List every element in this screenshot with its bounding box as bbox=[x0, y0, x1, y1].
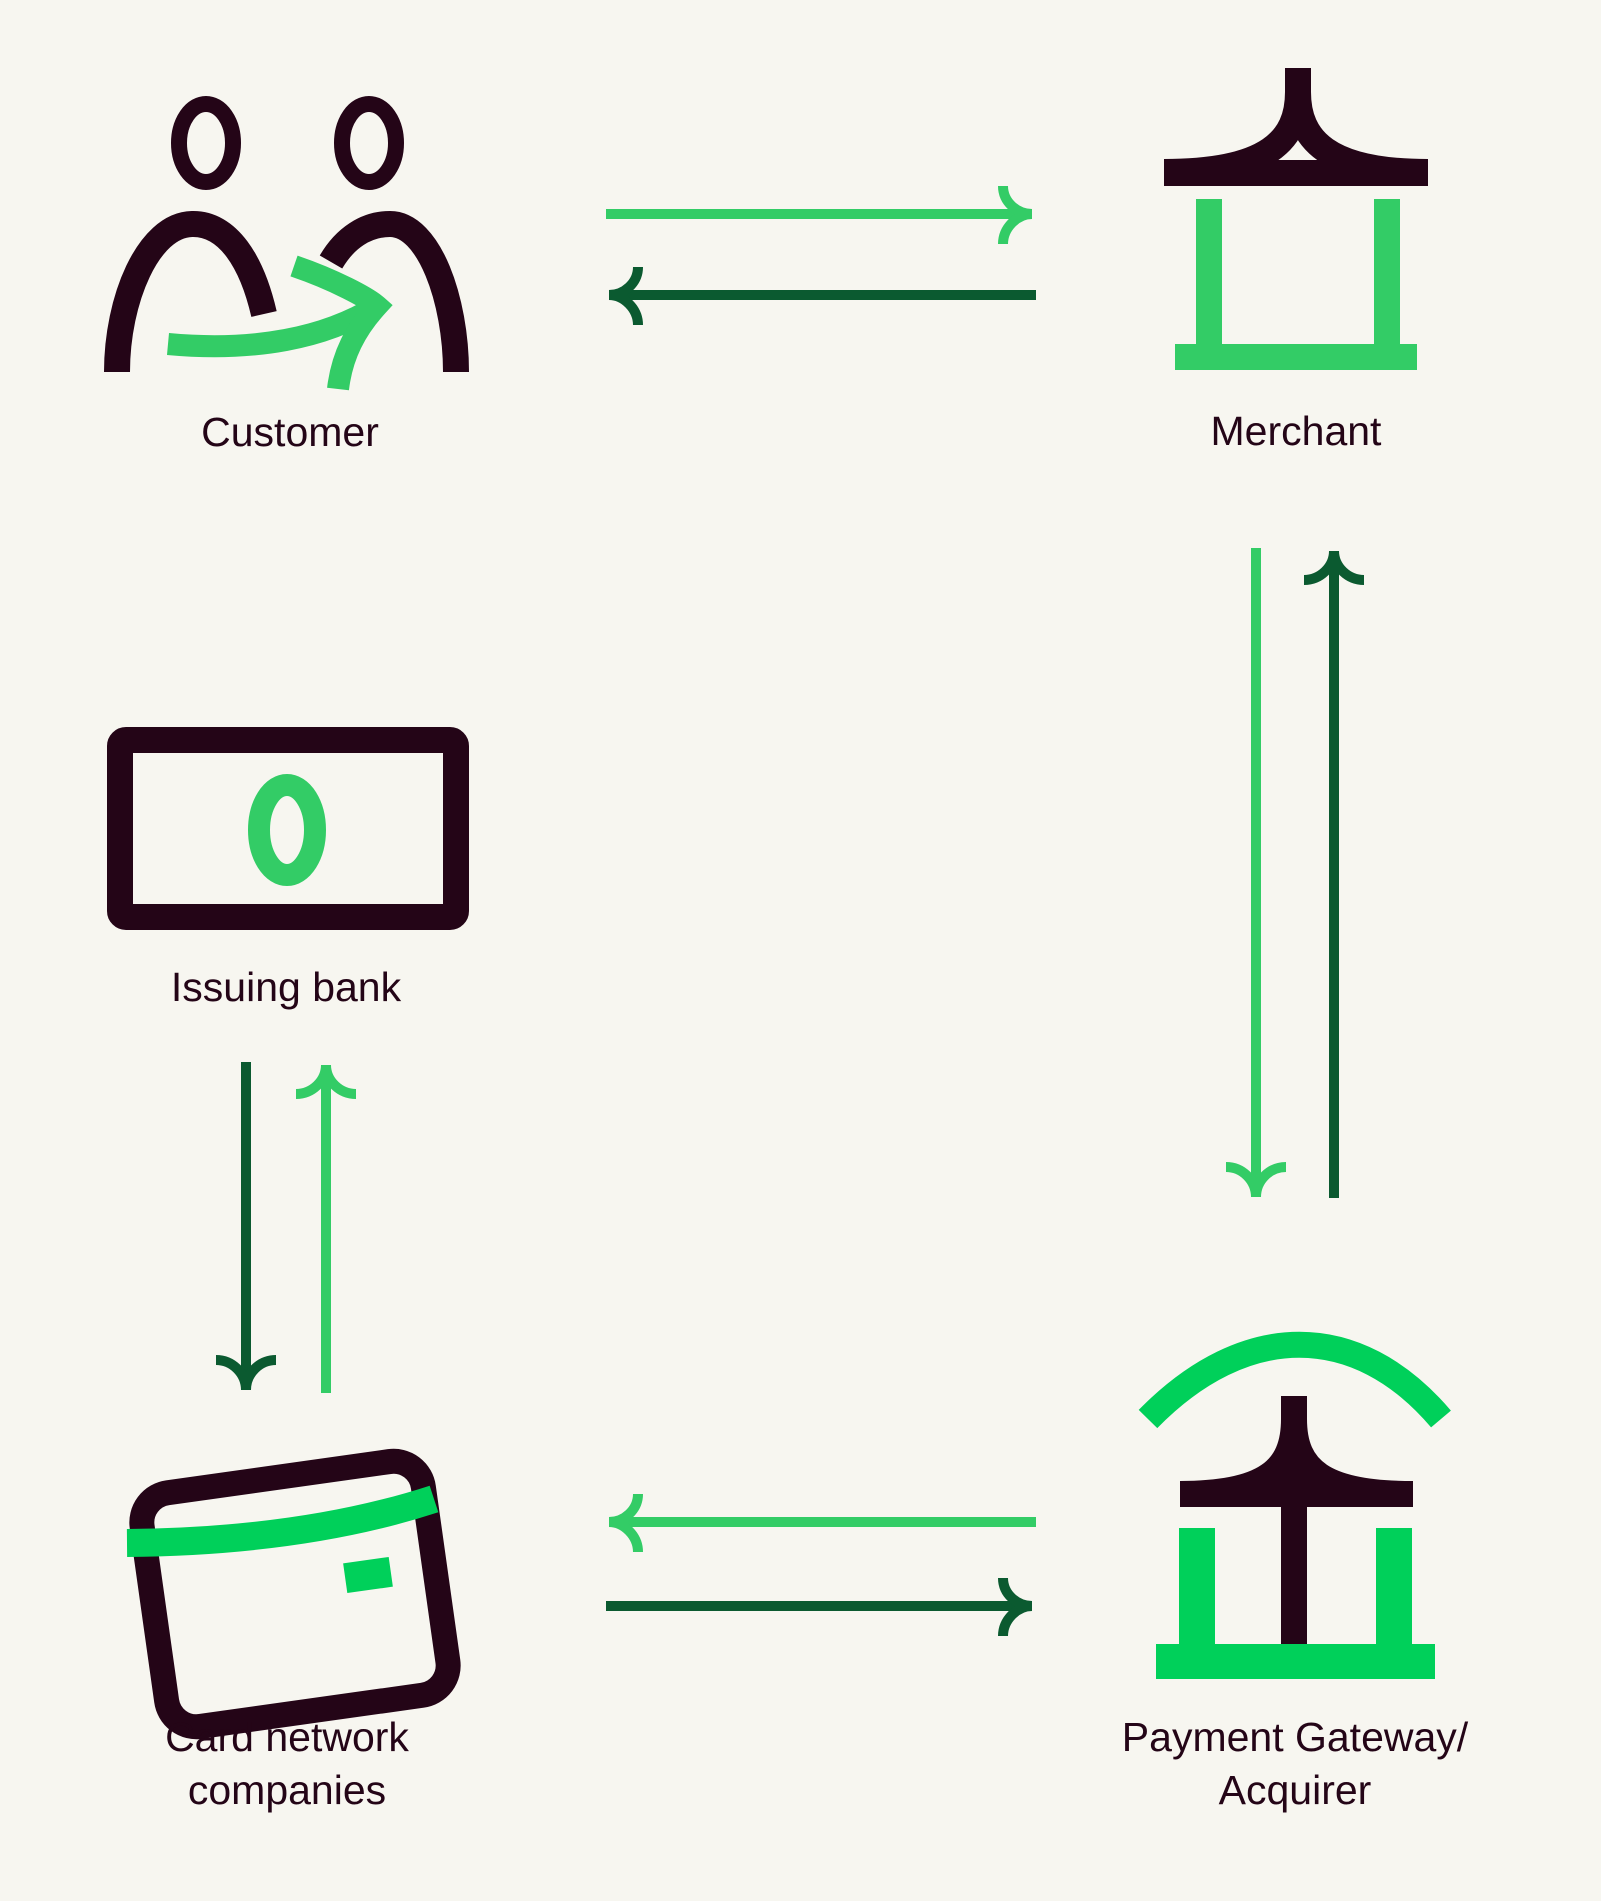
arrow-merchant-to-customer bbox=[608, 266, 1036, 326]
arrow-merchant-to-gateway bbox=[1225, 548, 1287, 1198]
bank-building-icon bbox=[1138, 1331, 1451, 1679]
arrow-gateway-to-merchant bbox=[1303, 550, 1365, 1198]
arrow-gateway-to-card-network bbox=[608, 1493, 1036, 1553]
two-people-exchange-icon bbox=[104, 96, 469, 391]
gateway-label-line2: Acquirer bbox=[1218, 1767, 1372, 1813]
customer-label: Customer bbox=[201, 409, 379, 455]
issuing-bank-label: Issuing bank bbox=[170, 964, 402, 1010]
gateway-label-line1: Payment Gateway/ bbox=[1121, 1714, 1469, 1760]
storefront-icon bbox=[1163, 68, 1429, 370]
arrow-issuing-bank-to-card-network bbox=[215, 1062, 277, 1391]
card-network-label-line2: companies bbox=[187, 1767, 387, 1813]
gateway-label: Payment Gateway/ Acquirer bbox=[1085, 1711, 1505, 1817]
merchant-label: Merchant bbox=[1210, 408, 1382, 454]
card-network-label-line1: Card network bbox=[165, 1714, 409, 1760]
credit-card-icon bbox=[126, 1448, 461, 1740]
arrow-customer-to-merchant bbox=[606, 185, 1033, 245]
arrow-card-network-to-issuing-bank bbox=[295, 1064, 357, 1393]
arrow-card-network-to-gateway bbox=[606, 1577, 1033, 1637]
card-network-label: Card network companies bbox=[112, 1711, 462, 1817]
banknote-icon bbox=[107, 727, 469, 930]
